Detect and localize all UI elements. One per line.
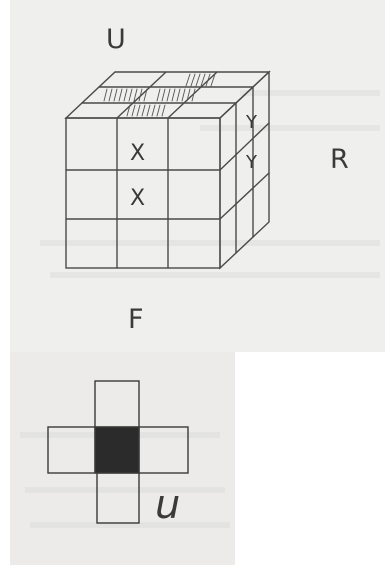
- cube-right-face: [219, 70, 270, 270]
- cross-label: u: [155, 482, 180, 528]
- cube-diagram: [64, 70, 271, 270]
- front-mark-x: X: [130, 186, 145, 211]
- bleed-through-line: [240, 90, 380, 96]
- cross-bottom-arm: [96, 472, 140, 524]
- cross-diagram: [47, 380, 189, 524]
- bleed-through-line: [40, 240, 380, 246]
- right-mark-y: Y: [245, 112, 258, 133]
- face-label-front: F: [128, 304, 144, 335]
- right-mark-y: Y: [245, 152, 258, 173]
- face-label-up: U: [106, 24, 126, 55]
- front-mark-x: X: [130, 141, 145, 166]
- cross-top-arm: [94, 380, 140, 428]
- paper-sheet-upper: [10, 0, 385, 352]
- cube-top-face: [64, 71, 271, 119]
- bleed-through-line: [50, 272, 380, 278]
- face-label-right: R: [330, 144, 349, 175]
- top-shading: [103, 73, 216, 117]
- cross-right-arm: [138, 426, 189, 474]
- cross-center-square: [94, 426, 140, 474]
- bleed-through-line: [200, 125, 380, 131]
- cross-left-arm: [47, 426, 96, 474]
- bleed-through-line: [25, 487, 225, 493]
- right-grid-line: [219, 122, 270, 171]
- right-grid-line: [219, 172, 270, 220]
- top-grid-line: [167, 71, 218, 119]
- top-grid-line: [116, 71, 167, 119]
- bleed-through-line: [30, 522, 230, 528]
